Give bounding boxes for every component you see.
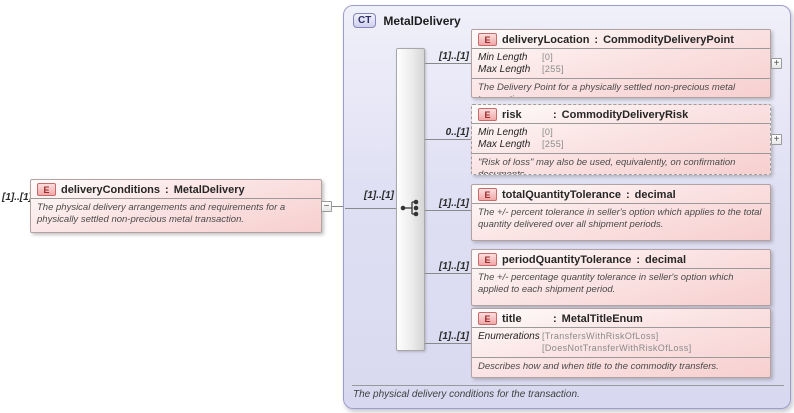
- complex-type-icon: CT: [353, 13, 377, 28]
- facet-value: [255]: [542, 64, 565, 74]
- cardinality-label: [1]..[1]: [439, 261, 469, 272]
- facet-value: [DoesNotTransferWithRiskOfLoss]: [542, 343, 692, 353]
- facet-label: Min Length: [478, 52, 528, 63]
- element-header: E risk : CommodityDeliveryRisk: [472, 105, 770, 123]
- element-header: E totalQuantityTolerance : decimal: [472, 185, 770, 203]
- element-icon: E: [478, 33, 497, 46]
- connector-line: [425, 343, 471, 344]
- collapse-button[interactable]: −: [321, 201, 332, 212]
- annotation-divider: [352, 385, 784, 386]
- colon-separator: :: [594, 33, 599, 46]
- element-header: E periodQuantityTolerance : decimal: [472, 250, 770, 268]
- element-icon: E: [478, 188, 497, 201]
- colon-separator: :: [165, 183, 169, 196]
- facet-value: [0]: [542, 127, 554, 137]
- element-annotation: Describes how and when title to the comm…: [472, 357, 770, 375]
- colon-separator: :: [625, 188, 630, 201]
- element-type: decimal: [645, 253, 687, 266]
- element-type: CommodityDeliveryPoint: [603, 33, 734, 46]
- connector-line: [425, 210, 471, 211]
- connector-line: [425, 63, 471, 64]
- facet-value: [0]: [542, 52, 554, 62]
- complex-type-annotation: The physical delivery conditions for the…: [353, 389, 580, 400]
- facets-section: Enumerations [TransfersWithRiskOfLoss] […: [472, 327, 770, 357]
- element-name: deliveryLocation: [502, 33, 590, 46]
- root-element-header: E deliveryConditions : MetalDelivery: [31, 180, 321, 198]
- element-box-title[interactable]: E title : MetalTitleEnum Enumerations [T…: [471, 308, 771, 378]
- element-type: decimal: [634, 188, 676, 201]
- element-icon: E: [478, 312, 497, 325]
- connector-line: [332, 206, 344, 207]
- facet-label: Max Length: [478, 139, 531, 150]
- root-element-name: deliveryConditions: [61, 183, 161, 196]
- cardinality-label: [1]..[1]: [439, 331, 469, 342]
- complex-type-container[interactable]: CT MetalDelivery [1]..[1] [1]..[1] E del…: [343, 5, 791, 409]
- facet-row: Min Length [0]: [478, 127, 764, 138]
- colon-separator: :: [636, 253, 641, 266]
- facets-section: Min Length [0] Max Length [255]: [472, 123, 770, 153]
- element-box-deliveryLocation[interactable]: E deliveryLocation : CommodityDeliveryPo…: [471, 29, 771, 98]
- element-icon: E: [478, 253, 497, 266]
- facet-row: Min Length [0]: [478, 52, 764, 63]
- complex-type-title: MetalDelivery: [383, 13, 461, 28]
- element-annotation: "Risk of loss" may also be used, equival…: [472, 153, 770, 174]
- facet-row: [DoesNotTransferWithRiskOfLoss]: [478, 343, 764, 354]
- root-element-annotation: The physical delivery arrangements and r…: [31, 198, 321, 229]
- element-name: periodQuantityTolerance: [502, 253, 632, 266]
- element-header: E title : MetalTitleEnum: [472, 309, 770, 327]
- root-cardinality-label: [1]..[1]: [2, 192, 32, 203]
- facet-row: Max Length [255]: [478, 64, 764, 75]
- element-header: E deliveryLocation : CommodityDeliveryPo…: [472, 30, 770, 48]
- facets-section: Min Length [0] Max Length [255]: [472, 48, 770, 78]
- element-icon: E: [478, 108, 497, 121]
- facet-row: Enumerations [TransfersWithRiskOfLoss]: [478, 331, 764, 342]
- facet-value: [TransfersWithRiskOfLoss]: [542, 331, 659, 341]
- element-annotation: The +/- percent tolerance in seller's op…: [472, 203, 770, 234]
- sequence-compositor-bar[interactable]: [396, 48, 425, 351]
- cardinality-label: [1]..[1]: [439, 198, 469, 209]
- cardinality-label: [1]..[1]: [439, 51, 469, 62]
- element-annotation: The +/- percentage quantity tolerance in…: [472, 268, 770, 299]
- element-icon: E: [37, 183, 56, 196]
- element-annotation: The Delivery Point for a physically sett…: [472, 78, 770, 97]
- expand-button[interactable]: +: [771, 134, 782, 145]
- facet-label: Min Length: [478, 127, 528, 138]
- root-element-box[interactable]: E deliveryConditions : MetalDelivery The…: [30, 179, 322, 233]
- colon-separator: :: [553, 108, 557, 121]
- cardinality-label: 0..[1]: [445, 127, 469, 138]
- sequence-cardinality-label: [1]..[1]: [364, 190, 394, 201]
- facet-value: [255]: [542, 139, 565, 149]
- facet-label: Enumerations: [478, 331, 540, 342]
- sequence-icon: [400, 199, 419, 217]
- expand-button[interactable]: +: [771, 58, 782, 69]
- root-element-type: MetalDelivery: [173, 183, 245, 196]
- element-type: CommodityDeliveryRisk: [561, 108, 689, 121]
- facet-label: Max Length: [478, 64, 531, 75]
- complex-type-header: CT MetalDelivery: [353, 13, 461, 28]
- connector-line: [425, 273, 471, 274]
- element-type: MetalTitleEnum: [561, 312, 643, 325]
- element-name: title: [502, 312, 522, 325]
- element-name: risk: [502, 108, 522, 121]
- connector-line: [345, 208, 396, 209]
- colon-separator: :: [553, 312, 557, 325]
- element-box-totalQuantityTolerance[interactable]: E totalQuantityTolerance : decimal The +…: [471, 184, 771, 241]
- element-box-periodQuantityTolerance[interactable]: E periodQuantityTolerance : decimal The …: [471, 249, 771, 306]
- facet-row: Max Length [255]: [478, 139, 764, 150]
- connector-line: [425, 139, 471, 140]
- element-name: totalQuantityTolerance: [502, 188, 621, 201]
- element-box-risk[interactable]: E risk : CommodityDeliveryRisk Min Lengt…: [471, 104, 771, 175]
